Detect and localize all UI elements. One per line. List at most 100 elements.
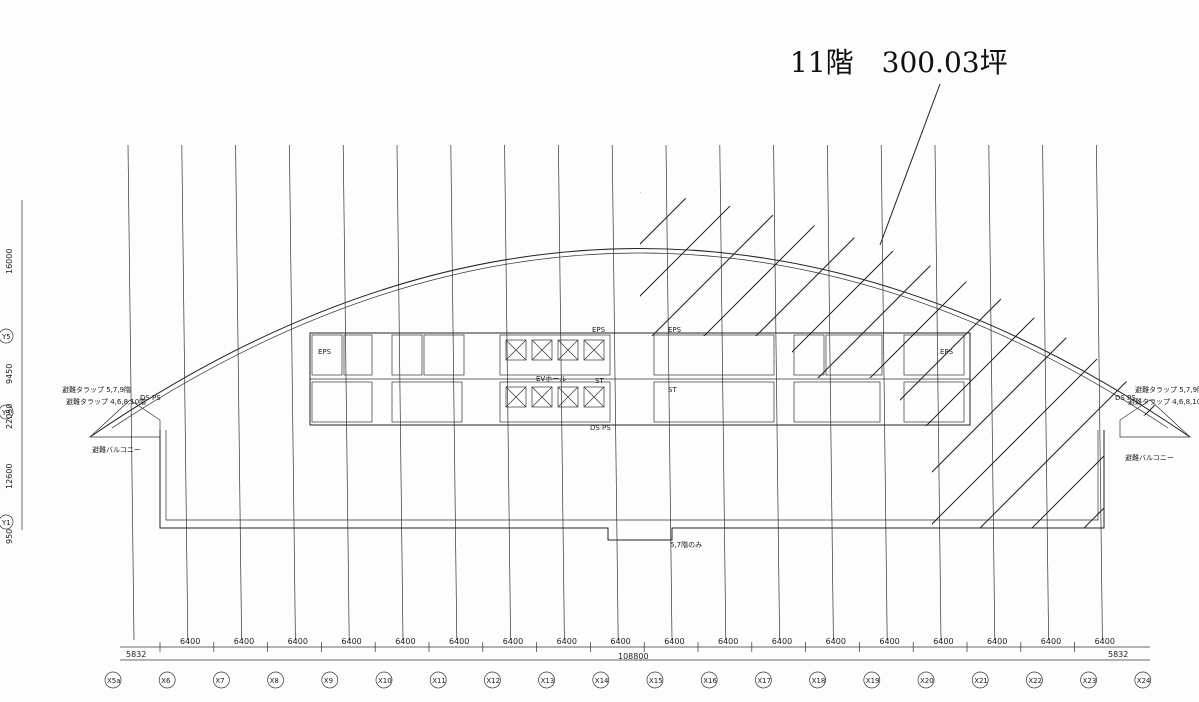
axis-label: X18 — [812, 677, 826, 685]
hatch-line — [811, 192, 1160, 528]
trap-right2-label: 避難タラップ 4,6,8,10階 — [1128, 397, 1199, 406]
axis-label: X15 — [649, 677, 663, 685]
axis-circle — [700, 671, 718, 689]
elevator-box — [557, 339, 579, 361]
axis-marker: X11 — [429, 671, 447, 689]
hatch-line — [759, 192, 1121, 528]
axis-label: X20 — [920, 677, 934, 685]
bay-dimension-label: 6400 — [772, 637, 792, 646]
axis-marker: X13 — [538, 671, 555, 689]
bay-dimension-label: 6400 — [1095, 637, 1115, 646]
left-dim-22050: 22050 — [5, 404, 14, 429]
grid-line — [289, 144, 296, 641]
axis-circle — [538, 671, 555, 689]
bay-dimension-label: 6400 — [395, 637, 415, 646]
axis-circle — [863, 671, 881, 689]
st-right-label: ST — [668, 386, 677, 394]
hatch-line — [640, 192, 913, 528]
grid-line — [934, 144, 942, 641]
elevator-cross-b — [531, 339, 553, 361]
axis-label: X19 — [866, 677, 880, 685]
axis-label: X10 — [378, 677, 392, 685]
axis-label: X5a — [107, 677, 121, 685]
elevator-shaft — [531, 386, 553, 408]
axis-label: X7 — [215, 677, 224, 685]
axis-circle — [809, 671, 826, 689]
grid-line — [235, 144, 242, 641]
grid-line — [558, 144, 565, 641]
trap-left2-label: 避難タラップ 4,6,8,10階 — [66, 397, 146, 406]
grid-line — [880, 144, 888, 641]
bay-dimension-label: 6400 — [664, 637, 684, 646]
axis-label: X23 — [1083, 677, 1097, 685]
elevator-cross-b — [505, 386, 527, 408]
axis-marker: X5a — [104, 671, 122, 689]
axis-circle — [429, 671, 447, 689]
elevator-shaft — [557, 386, 579, 408]
grid-line — [611, 144, 619, 641]
hatch-line — [640, 192, 861, 528]
hatch-line — [1019, 192, 1160, 528]
axis-circle — [484, 671, 501, 689]
axis-marker: X9 — [321, 671, 339, 689]
right-balcony — [1119, 399, 1191, 438]
axis-marker: X8 — [267, 671, 284, 689]
axis-marker: X16 — [700, 671, 718, 689]
axis-label: X12 — [486, 677, 500, 685]
grid-line — [127, 144, 135, 641]
eps-mid-right-label: EPS — [668, 326, 682, 334]
bay-dimension-label: 6400 — [341, 637, 361, 646]
core-room — [903, 334, 965, 376]
core-room — [653, 381, 775, 423]
balcony-left-label: 避難バルコニー — [92, 445, 141, 454]
hatch-line — [1123, 192, 1160, 528]
left-dim-950: 950 — [5, 529, 14, 544]
axis-y3-marker — [0, 404, 14, 420]
axis-marker: X7 — [213, 671, 230, 689]
elevator-box — [505, 339, 527, 361]
axis-y5-label: Y5 — [1, 333, 11, 341]
axis-circle — [104, 671, 122, 689]
grid-lines — [127, 144, 1103, 641]
elevator-cross-b — [557, 386, 579, 408]
core-room — [343, 334, 373, 376]
elevator-cross-b — [531, 386, 553, 408]
eps-mid-left-label: EPS — [592, 326, 606, 334]
core-rooms — [311, 334, 965, 423]
building-outline-arc — [89, 248, 1191, 438]
leader-line — [879, 83, 941, 246]
axis-circle — [375, 671, 393, 689]
hatch-line — [1071, 192, 1160, 528]
core-room — [391, 381, 463, 423]
core-room — [311, 381, 373, 423]
trap-right-label: 避難タラップ 5,7,9階 — [1135, 385, 1199, 394]
ds-ps-mid-label: DS PS — [590, 424, 611, 432]
grid-line — [773, 144, 780, 641]
axis-label: X24 — [1137, 677, 1151, 685]
bay-dimension-label: 6400 — [234, 637, 254, 646]
grid-line — [665, 144, 673, 641]
left-dim-16000: 16000 — [5, 249, 14, 274]
axis-label: X14 — [595, 677, 609, 685]
axis-marker: X23 — [1080, 671, 1097, 689]
axis-circle — [158, 671, 176, 689]
axis-circle — [646, 671, 664, 689]
axis-marker: X15 — [646, 671, 664, 689]
left-dim-12600: 12600 — [5, 464, 14, 489]
axis-label: X13 — [541, 677, 555, 685]
bay-dimension-label: 6400 — [557, 637, 577, 646]
core-room — [499, 334, 611, 376]
axis-circle — [321, 671, 339, 689]
axis-circle — [1134, 671, 1152, 689]
bay-dimension-label: 6400 — [879, 637, 899, 646]
axis-y5-marker — [0, 328, 14, 344]
elevator-shaft — [505, 386, 527, 408]
core-room — [499, 381, 611, 423]
elevator-cross-b — [557, 339, 579, 361]
bay-dimension-label: 6400 — [1041, 637, 1061, 646]
axis-circle — [917, 671, 935, 689]
axis-y3-label: Y3 — [1, 409, 11, 417]
core-room — [903, 381, 965, 423]
axis-y1-marker — [0, 514, 14, 530]
hatch-line — [967, 192, 1160, 528]
